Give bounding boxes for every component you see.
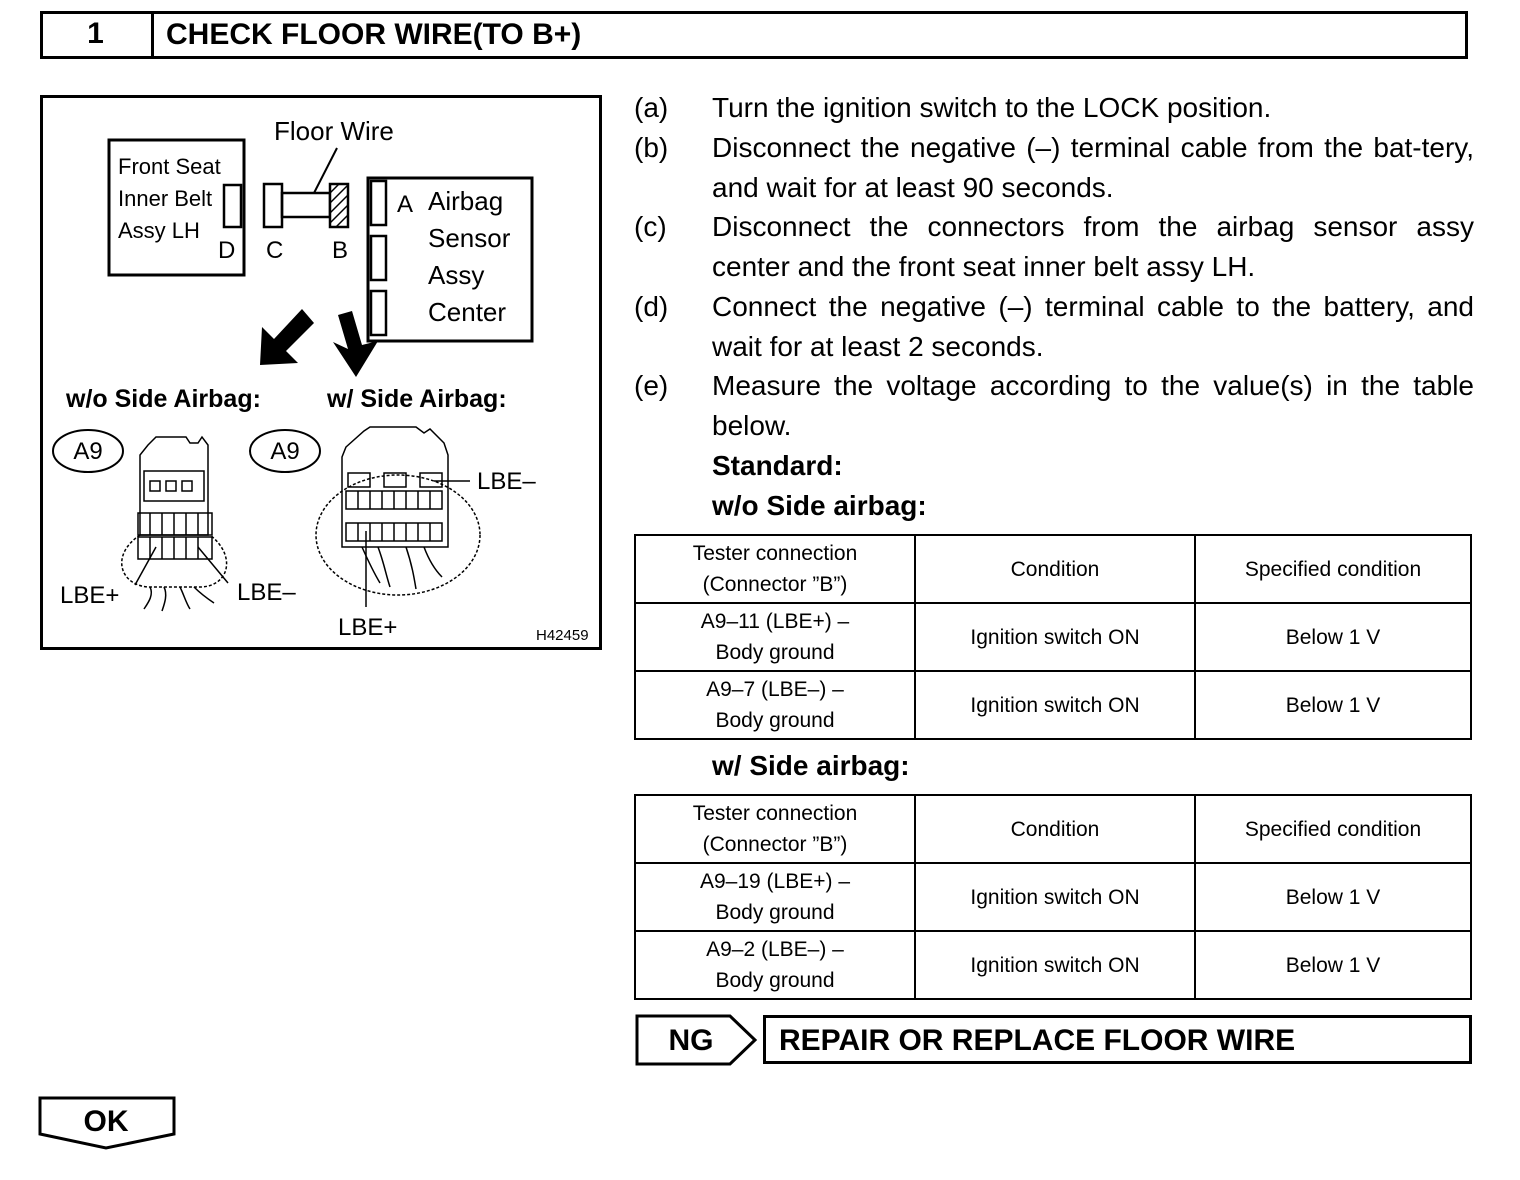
header-cell-specified: Specified condition (1194, 794, 1472, 864)
airbag-sensor-label-3: Assy (428, 260, 484, 290)
floor-wire-label: Floor Wire (274, 116, 394, 146)
step-d-label: (d) (634, 291, 669, 322)
step-c-label: (c) (634, 211, 667, 242)
cell-specified: Below 1 V (1194, 602, 1472, 672)
cell-condition: Ignition switch ON (914, 670, 1196, 740)
header-cell-tester: Tester connection (Connector ”B”) (634, 794, 916, 864)
lbe-plus-label-right: LBE+ (338, 614, 397, 641)
lbe-plus-leader-left (134, 546, 157, 586)
table-row: A9–2 (LBE–) – Body ground Ignition switc… (634, 930, 1472, 1000)
step-a-text: Turn the ignition switch to the LOCK pos… (712, 92, 1272, 123)
step-e-label: (e) (634, 370, 669, 401)
ok-arrow-icon (38, 1096, 176, 1150)
table-row: A9–7 (LBE–) – Body ground Ignition switc… (634, 670, 1472, 740)
connector-wo-drawing (121, 435, 228, 612)
front-seat-label-3: Assy LH (118, 218, 200, 243)
step-title: CHECK FLOOR WIRE(TO B+) (166, 18, 582, 51)
front-seat-label-1: Front Seat (118, 154, 221, 179)
spec-table-w-side-airbag: Tester connection (Connector ”B”) Condit… (634, 794, 1472, 1000)
cell-tester: A9–7 (LBE–) – Body ground (634, 670, 916, 740)
step-d-text: Connect the negative (–) terminal cable … (712, 291, 1474, 362)
ng-arrow-icon (635, 1014, 758, 1066)
header-cell-condition: Condition (914, 794, 1196, 864)
airbag-sensor-label-4: Center (428, 297, 506, 327)
table-w-caption: w/ Side airbag: (712, 750, 910, 781)
step-b-text: Disconnect the negative (–) terminal cab… (712, 132, 1474, 203)
cell-tester: A9–19 (LBE+) – Body ground (634, 862, 916, 932)
airbag-sensor-label-1: Airbag (428, 186, 503, 216)
header-cell-specified: Specified condition (1194, 534, 1472, 604)
sensor-connector-2 (369, 234, 388, 282)
header-cell-tester: Tester connection (Connector ”B”) (634, 534, 916, 604)
connector-b-hatch (329, 183, 349, 228)
connector-diagram: Front Seat Inner Belt Assy LH D Floor Wi… (52, 116, 589, 644)
airbag-sensor-label-2: Sensor (428, 223, 511, 253)
connector-w-drawing (315, 426, 481, 596)
cell-specified: Below 1 V (1194, 670, 1472, 740)
ng-label: NG (669, 1024, 714, 1057)
connector-c-label: C (266, 237, 283, 264)
lbe-minus-label-right: LBE– (477, 468, 536, 495)
table-row: A9–11 (LBE+) – Body ground Ignition swit… (634, 602, 1472, 672)
connector-c-shape (262, 182, 284, 229)
w-side-airbag-label: w/ Side Airbag: (326, 385, 507, 413)
ng-tag[interactable]: NG (634, 1013, 760, 1067)
cell-specified: Below 1 V (1194, 862, 1472, 932)
arrow-down-icon (333, 311, 378, 377)
table-wo-caption: w/o Side airbag: (712, 490, 927, 521)
table-header-row: Tester connection (Connector ”B”) Condit… (634, 534, 1472, 604)
sensor-connector-3 (369, 289, 388, 337)
table-header-row: Tester connection (Connector ”B”) Condit… (634, 794, 1472, 864)
connector-d-shape (222, 183, 243, 229)
lbe-minus-label-left: LBE– (237, 579, 296, 606)
connector-a-label: A (397, 191, 413, 218)
floor-wire-leader (313, 147, 338, 194)
table-row: A9–19 (LBE+) – Body ground Ignition swit… (634, 862, 1472, 932)
badge-left-shape (52, 429, 124, 473)
cell-tester: A9–11 (LBE+) – Body ground (634, 602, 916, 672)
connector-b-label: B (332, 237, 348, 264)
floor-wire-harness (280, 191, 332, 219)
step-e-text: Measure the voltage according to the val… (712, 370, 1474, 441)
badge-right-label: A9 (270, 438, 299, 465)
step-number: 1 (40, 11, 154, 59)
badge-right-shape (249, 429, 321, 473)
step-a-label: (a) (634, 92, 669, 123)
front-seat-label-2: Inner Belt (118, 186, 212, 211)
front-seat-box (107, 138, 246, 277)
figure-code: H42459 (536, 627, 589, 644)
standard-label: Standard: (712, 450, 843, 481)
cell-condition: Ignition switch ON (914, 862, 1196, 932)
spec-table-wo-side-airbag: Tester connection (Connector ”B”) Condit… (634, 534, 1472, 740)
lbe-plus-label-left: LBE+ (60, 582, 119, 609)
lbe-minus-leader-left (197, 546, 229, 584)
step-c-text: Disconnect the connectors from the airba… (712, 211, 1474, 282)
cell-condition: Ignition switch ON (914, 602, 1196, 672)
badge-left-label: A9 (73, 438, 102, 465)
connector-d-label: D (218, 237, 235, 264)
ok-tag[interactable]: OK (38, 1096, 178, 1152)
airbag-sensor-box (366, 176, 534, 343)
cell-tester: A9–2 (LBE–) – Body ground (634, 930, 916, 1000)
step-b-label: (b) (634, 132, 669, 163)
sensor-connector-a (369, 179, 388, 227)
arrow-left-icon (260, 309, 314, 365)
step-header (40, 11, 1468, 59)
wiring-figure (40, 95, 602, 650)
cell-specified: Below 1 V (1194, 930, 1472, 1000)
ng-result-box: REPAIR OR REPLACE FLOOR WIRE (763, 1015, 1472, 1064)
ok-label: OK (84, 1105, 129, 1138)
cell-condition: Ignition switch ON (914, 930, 1196, 1000)
wo-side-airbag-label: w/o Side Airbag: (65, 385, 261, 413)
header-cell-condition: Condition (914, 534, 1196, 604)
